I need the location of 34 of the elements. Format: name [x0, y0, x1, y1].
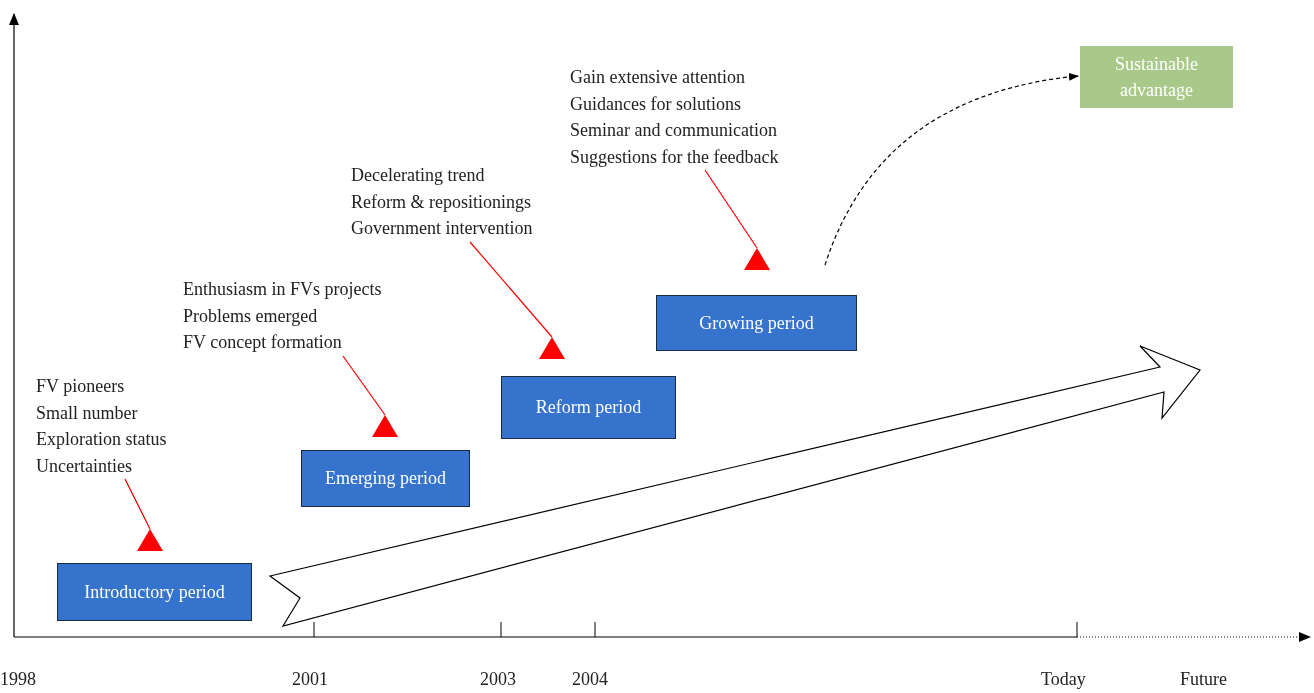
- period-box: Introductory period: [57, 563, 252, 621]
- list-item: Small number: [36, 401, 138, 425]
- list-item: Uncertainties: [36, 454, 132, 478]
- year-label: Future: [1180, 668, 1227, 691]
- leader-line: [469, 241, 553, 338]
- list-item: Government intervention: [351, 217, 533, 240]
- year-label: 2004: [572, 668, 608, 691]
- period-box: Growing period: [656, 295, 857, 351]
- list-item: FV pioneers: [36, 375, 125, 398]
- triangle-marker: [539, 337, 565, 359]
- year-label: Today: [1041, 668, 1086, 691]
- period-box: Emerging period: [301, 450, 470, 507]
- leader-line: [704, 169, 758, 249]
- list-item: Reform & repositionings: [351, 190, 531, 214]
- period-box: Reform period: [501, 376, 676, 439]
- triangle-marker: [372, 415, 398, 437]
- triangle-marker: [137, 529, 163, 551]
- leader-line: [342, 355, 386, 416]
- list-item: Gain extensive attention: [570, 66, 745, 89]
- list-item: Decelerating trend: [351, 164, 485, 187]
- year-label: 2003: [480, 668, 516, 691]
- list-item: Problems emerged: [183, 304, 318, 328]
- list-item: Enthusiasm in FVs projects: [183, 278, 382, 301]
- list-item: Suggestions for the feedback: [570, 145, 779, 169]
- goal-box: Sustainable advantage: [1080, 46, 1233, 108]
- curved-arrow: [824, 73, 1079, 266]
- list-item: FV concept formation: [183, 331, 342, 354]
- list-item: Exploration status: [36, 428, 167, 451]
- year-label: 2001: [292, 668, 328, 691]
- year-label: 1998: [0, 668, 36, 691]
- list-item: Seminar and communication: [570, 119, 777, 142]
- leader-line: [124, 478, 151, 530]
- list-item: Guidances for solutions: [570, 92, 741, 116]
- triangle-marker: [744, 248, 770, 270]
